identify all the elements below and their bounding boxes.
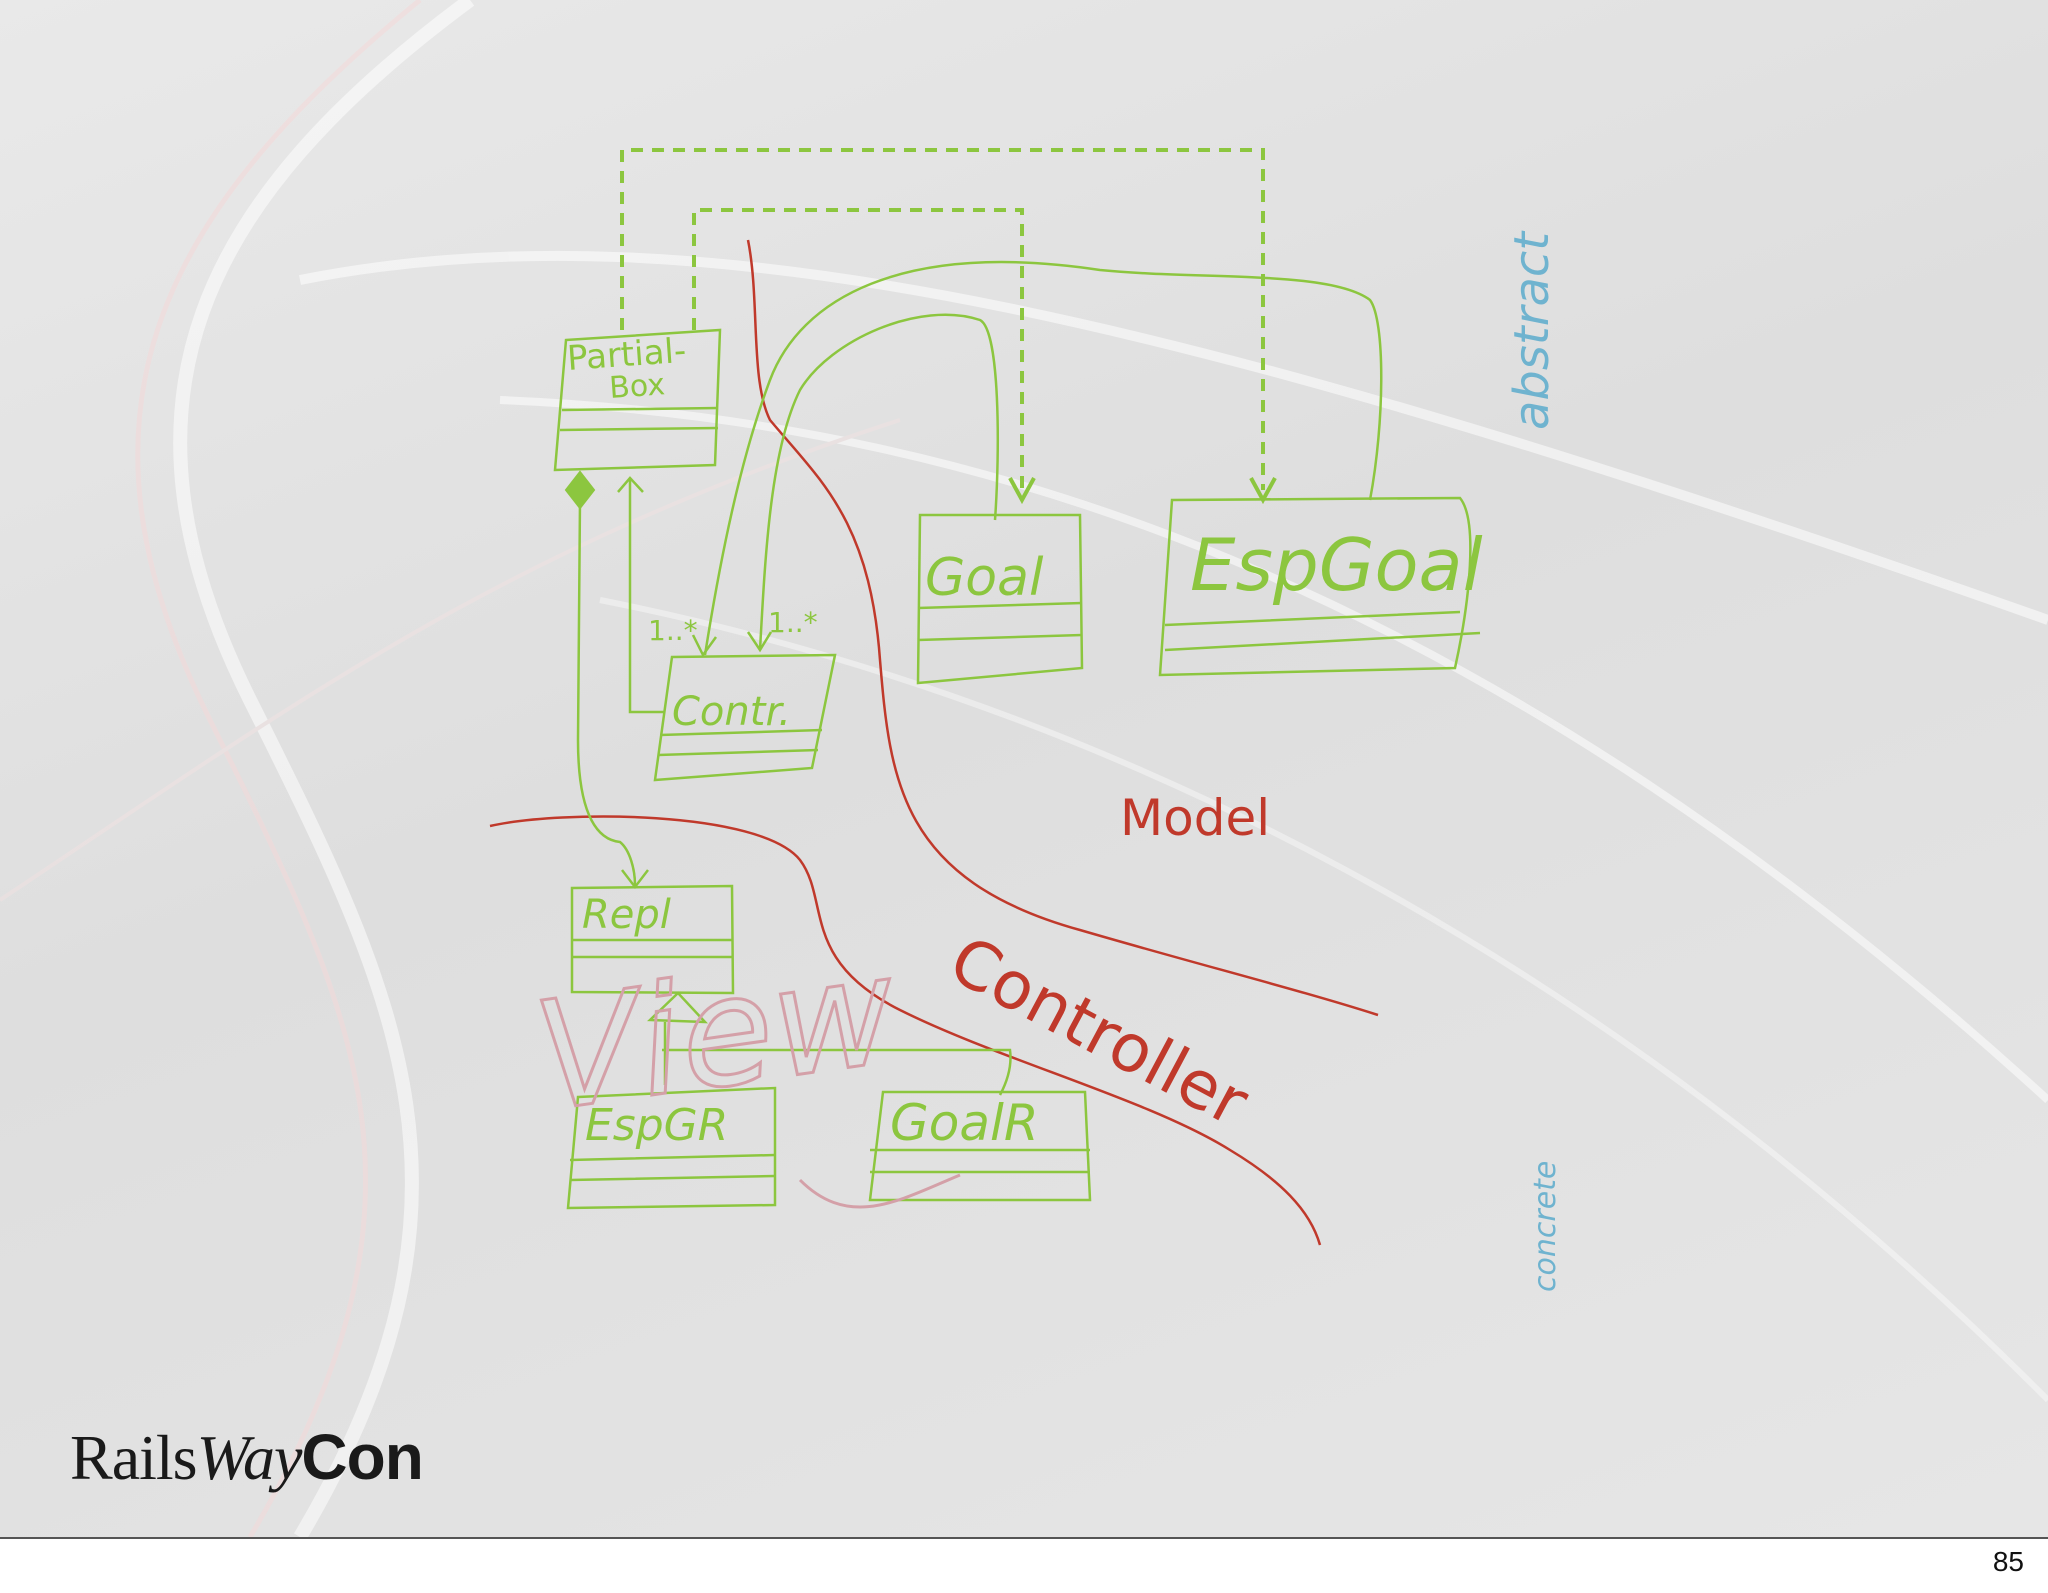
axis-label-abstract: abstract <box>1504 230 1560 430</box>
logo-part-rails: Rails <box>70 1422 198 1493</box>
class-name-esp-gr: EspGR <box>585 1100 728 1151</box>
association-arrowheads <box>617 476 773 890</box>
class-name-esp-goal: EspGoal <box>1190 523 1483 607</box>
class-box-goal <box>916 513 1084 685</box>
uml-classes <box>553 328 1481 1210</box>
multiplicity-1: 1..* <box>648 614 698 647</box>
multiplicity-2: 1..* <box>768 606 818 639</box>
class-name-partial-box-2: Box <box>608 367 666 406</box>
logo-part-way: Way <box>196 1422 303 1493</box>
slide: Partial- Box Goal EspGoal Contr. Repl Es… <box>0 0 2048 1537</box>
class-name-partial-box-1: Partial- <box>566 331 688 379</box>
controller-view-boundary <box>489 815 1322 1246</box>
class-name-repl: Repl <box>582 892 671 938</box>
class-name-goal-r: GoalR <box>890 1094 1039 1152</box>
class-box-goal-r <box>868 1090 1092 1202</box>
railswaycon-logo: RailsWayCon <box>70 1420 424 1495</box>
background-streaks <box>0 0 901 1537</box>
axis-label-concrete: concrete <box>1528 1161 1563 1292</box>
class-name-goal: Goal <box>925 548 1044 608</box>
association-curves <box>576 260 1383 886</box>
generalization <box>647 991 1012 1096</box>
class-box-esp-goal <box>1158 496 1472 677</box>
model-controller-boundary <box>746 239 1379 1017</box>
view-underline <box>798 1173 961 1209</box>
region-label-model: Model <box>1120 789 1270 847</box>
dependency-arrows <box>620 148 1265 490</box>
class-box-contr <box>653 653 837 782</box>
page-divider <box>0 1537 2048 1539</box>
logo-part-con: Con <box>301 1421 423 1493</box>
diagram-canvas: Partial- Box Goal EspGoal Contr. Repl Es… <box>0 0 1563 1537</box>
class-box-partial-box <box>553 328 722 472</box>
page-number: 85 <box>1992 1546 2024 1577</box>
class-box-esp-gr <box>566 1086 777 1210</box>
class-name-contr: Contr. <box>672 689 791 735</box>
composition-diamond <box>564 470 596 510</box>
